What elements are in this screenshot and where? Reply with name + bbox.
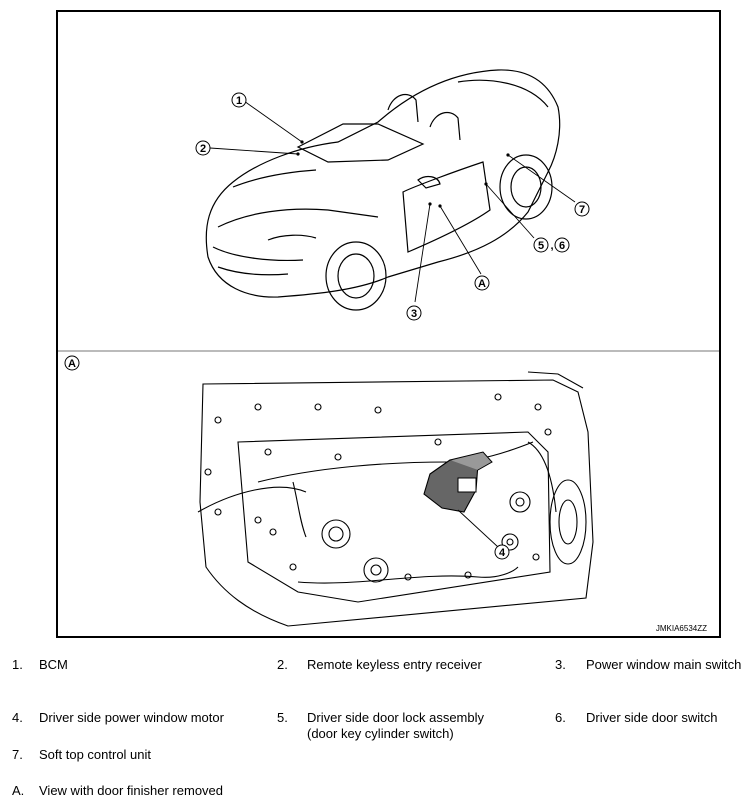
leader-dots-top bbox=[296, 140, 510, 208]
legend-text: Power window main switch bbox=[586, 657, 742, 672]
legend-number: 7. bbox=[12, 747, 23, 762]
legend-text: Driver side power window motor bbox=[39, 710, 224, 725]
svg-text:2: 2 bbox=[200, 143, 206, 155]
window-motor-shape bbox=[423, 451, 493, 513]
legend-number: 6. bbox=[555, 710, 566, 725]
car-illustration bbox=[205, 69, 561, 311]
svg-text:A: A bbox=[478, 278, 486, 290]
callout-1: 1 bbox=[231, 92, 247, 108]
component-location-figure: 1 2 3 A 5 , 6 7 A bbox=[56, 10, 721, 638]
section-a-label: A bbox=[64, 355, 80, 371]
svg-text:1: 1 bbox=[236, 95, 242, 107]
leader-lines-top bbox=[209, 100, 576, 303]
legend-text: Soft top control unit bbox=[39, 747, 152, 762]
svg-text:5: 5 bbox=[538, 240, 544, 252]
callout-A-top: A bbox=[474, 275, 490, 291]
door-panel-illustration bbox=[197, 371, 594, 627]
callout-4: 4 bbox=[494, 544, 510, 560]
legend-number: 1. bbox=[12, 657, 23, 672]
legend-number: 4. bbox=[12, 710, 23, 725]
svg-text:,: , bbox=[550, 240, 553, 252]
figure-code: JMKIA6534ZZ bbox=[655, 624, 707, 633]
legend-number: 2. bbox=[277, 657, 288, 672]
svg-text:4: 4 bbox=[499, 547, 506, 559]
svg-text:7: 7 bbox=[579, 204, 585, 216]
legend-text: Driver side door lock assembly (door key… bbox=[307, 710, 485, 741]
legend-number: A. bbox=[12, 783, 25, 798]
diagram-canvas: 1 2 3 A 5 , 6 7 A bbox=[58, 69, 719, 627]
callout-7: 7 bbox=[574, 201, 590, 217]
legend-text: View with door finisher removed bbox=[39, 783, 224, 798]
legend-text: Driver side door switch bbox=[586, 710, 718, 725]
legend-number: 3. bbox=[555, 657, 566, 672]
callout-5-6: 5 , 6 bbox=[533, 237, 570, 253]
svg-text:A: A bbox=[68, 358, 76, 370]
legend-number: 5. bbox=[277, 710, 288, 725]
callout-3: 3 bbox=[406, 305, 422, 321]
leader-line-4 bbox=[457, 509, 499, 548]
legend-text: Remote keyless entry receiver bbox=[307, 657, 482, 672]
callout-2: 2 bbox=[195, 140, 211, 156]
svg-text:6: 6 bbox=[559, 240, 565, 252]
svg-text:3: 3 bbox=[411, 308, 417, 320]
legend-text: BCM bbox=[39, 657, 68, 672]
